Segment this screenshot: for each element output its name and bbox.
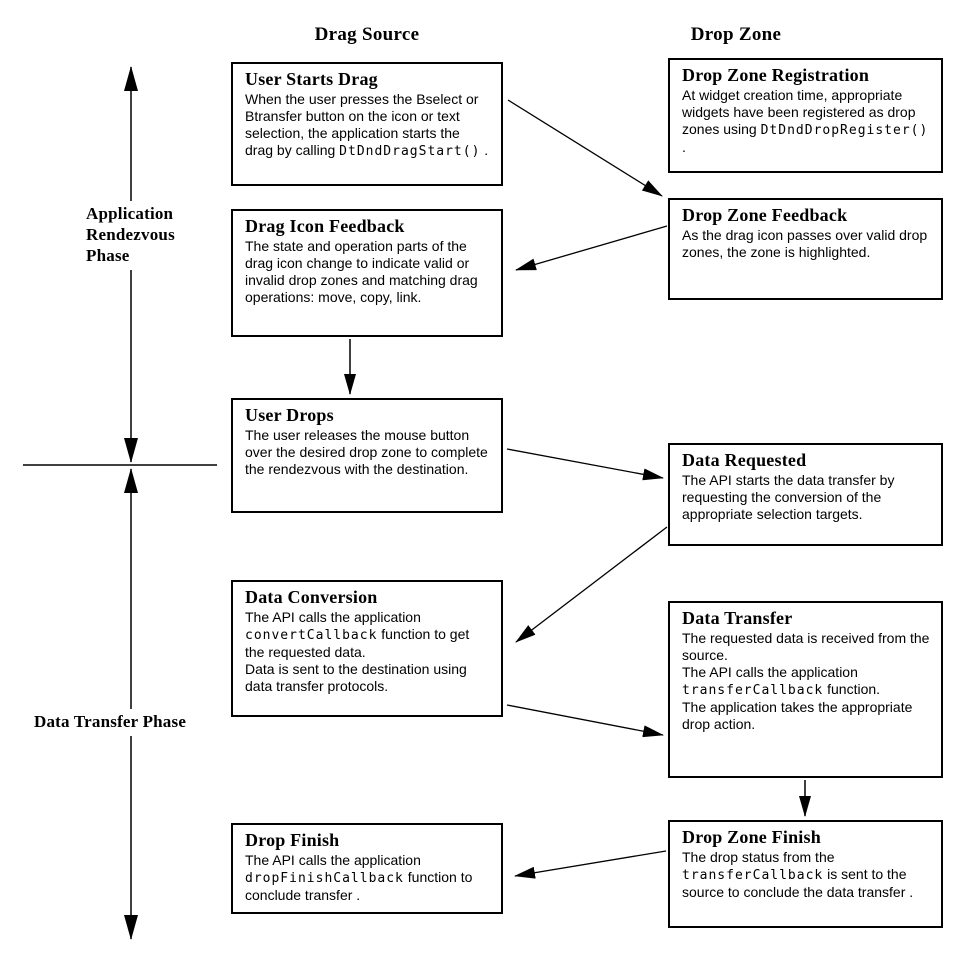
box-title-data-transfer: Data Transfer [682, 608, 793, 628]
box-title-data-conversion: Data Conversion [245, 587, 378, 607]
box-data-conversion: Data Conversion The API calls the applic… [231, 580, 503, 717]
box-drop-zone-feedback: Drop Zone Feedback As the drag icon pass… [668, 198, 943, 300]
box-drop-finish: Drop Finish The API calls the applicatio… [231, 823, 503, 914]
box-title-user-starts-drag: User Starts Drag [245, 69, 378, 89]
box-title-drop-zone-registration: Drop Zone Registration [682, 65, 870, 85]
box-drag-icon-feedback: Drag Icon Feedback The state and operati… [231, 209, 503, 337]
box-body-user-drops: The user releases the mouse button over … [245, 427, 488, 477]
arrow-data-requested-to-data-conversion [515, 526, 668, 643]
box-drop-zone-finish: Drop Zone Finish The drop status from th… [668, 820, 943, 928]
box-body-user-starts-drag: When the user presses the Bselect or Btr… [245, 91, 489, 159]
box-body-drop-zone-feedback: As the drag icon passes over valid drop … [682, 227, 928, 260]
box-body-drag-icon-feedback: The state and operation parts of the dra… [245, 238, 478, 305]
arrow-user-starts-drag-to-drop-zone-feedback [507, 99, 663, 197]
box-drop-zone-registration: Drop Zone Registration At widget creatio… [668, 58, 943, 173]
box-body-drop-finish: The API calls the application dropFinish… [245, 852, 473, 903]
box-title-drop-finish: Drop Finish [245, 830, 340, 850]
column-header-drag-source: Drag Source [314, 24, 420, 45]
box-title-data-requested: Data Requested [682, 450, 807, 470]
box-data-transfer: Data Transfer The requested data is rece… [668, 601, 943, 778]
column-header-drop-zone: Drop Zone [690, 24, 782, 45]
box-body-drop-zone-finish: The drop status from the transferCallbac… [682, 849, 914, 900]
box-user-starts-drag: User Starts Drag When the user presses t… [231, 62, 503, 186]
box-data-requested: Data Requested The API starts the data t… [668, 443, 943, 546]
box-user-drops: User Drops The user releases the mouse b… [231, 398, 503, 513]
box-body-data-conversion: The API calls the application convertCal… [245, 609, 470, 694]
arrow-drop-zone-finish-to-drop-finish [514, 850, 667, 879]
phase-label-data-transfer: Data Transfer Phase [30, 709, 191, 736]
arrow-user-drops-to-data-requested [506, 448, 664, 481]
box-title-drop-zone-finish: Drop Zone Finish [682, 827, 821, 847]
arrow-data-conversion-to-data-transfer [506, 704, 664, 738]
arrow-drop-zone-feedback-to-drag-icon-feedback [515, 225, 668, 271]
box-title-drop-zone-feedback: Drop Zone Feedback [682, 205, 848, 225]
box-body-drop-zone-registration: At widget creation time, appropriate wid… [682, 87, 929, 155]
box-title-user-drops: User Drops [245, 405, 334, 425]
box-body-data-requested: The API starts the data transfer by requ… [682, 472, 895, 522]
box-title-drag-icon-feedback: Drag Icon Feedback [245, 216, 405, 236]
phase-label-application-rendezvous: Application Rendezvous Phase [84, 201, 208, 270]
box-body-data-transfer: The requested data is received from the … [682, 630, 930, 732]
